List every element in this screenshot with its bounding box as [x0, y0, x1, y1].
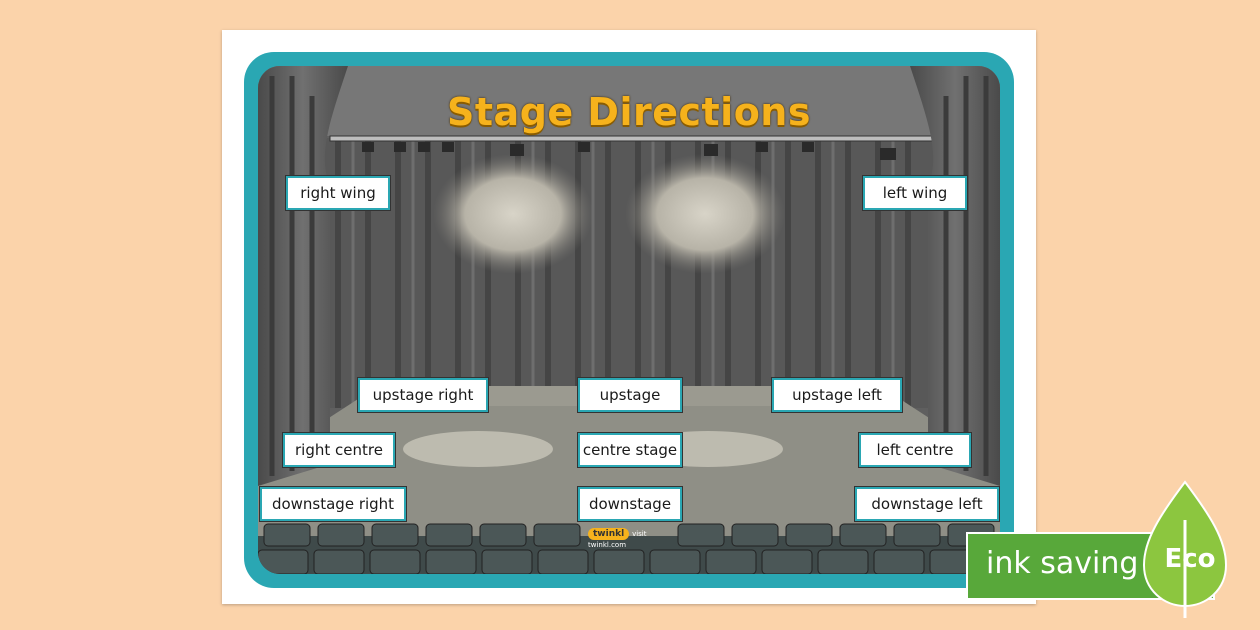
- twinkl-logo: twinkl visit twinkl.com: [588, 528, 672, 549]
- label-centre-stage: centre stage: [578, 433, 682, 467]
- label-right-wing: right wing: [286, 176, 390, 210]
- poster-title: Stage Directions: [447, 90, 811, 134]
- label-upstage-right: upstage right: [358, 378, 488, 412]
- label-downstage-right: downstage right: [260, 487, 406, 521]
- label-left-centre: left centre: [859, 433, 971, 467]
- label-downstage-left: downstage left: [855, 487, 999, 521]
- eco-label: Eco: [1164, 544, 1216, 574]
- label-upstage-left: upstage left: [772, 378, 902, 412]
- site-text: visit twinkl.com: [588, 530, 647, 549]
- label-downstage: downstage: [578, 487, 682, 521]
- ink-saving-text: ink saving: [986, 546, 1139, 581]
- label-upstage: upstage: [578, 378, 682, 412]
- label-left-wing: left wing: [863, 176, 967, 210]
- logo-text: twinkl: [588, 528, 630, 540]
- eco-leaf-icon: [1142, 480, 1228, 618]
- label-right-centre: right centre: [283, 433, 395, 467]
